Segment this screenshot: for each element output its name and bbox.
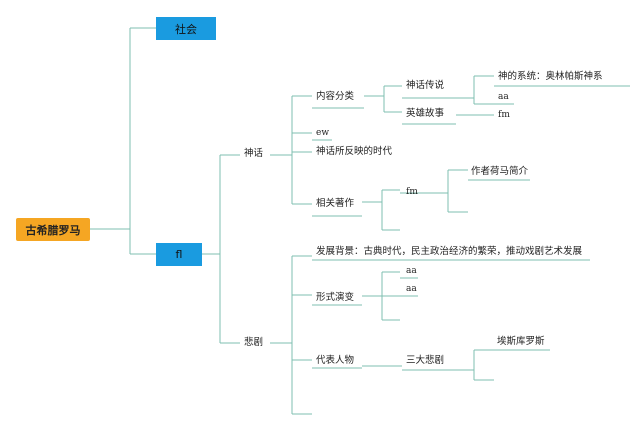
node-form-evolution[interactable]: 形式演变 <box>316 292 355 303</box>
root-node[interactable]: 古希腊罗马 <box>16 218 90 241</box>
node-author-intro[interactable]: 作者荷马简介 <box>471 166 529 177</box>
connector-myth-trunk <box>270 95 312 205</box>
connector-three-branch <box>402 349 494 381</box>
connector-fl-trunk <box>202 154 240 344</box>
node-aeschylus[interactable]: 埃斯库罗斯 <box>497 336 545 347</box>
connector-rep-trunk <box>312 365 402 369</box>
node-era-reflected[interactable]: 神话所反映的时代 <box>316 146 393 157</box>
node-fm-2[interactable]: fm <box>406 187 418 197</box>
node-representatives[interactable]: 代表人物 <box>316 355 355 366</box>
node-tragedy[interactable]: 悲剧 <box>244 337 264 348</box>
connector-legends-trunk <box>402 75 494 105</box>
node-background[interactable]: 发展背景：古典时代，民主政治经济的繁荣，推动戏剧艺术发展 <box>316 246 583 257</box>
node-fm-1[interactable]: fm <box>498 110 510 120</box>
node-legends[interactable]: 神话传说 <box>406 80 445 91</box>
node-gods-system[interactable]: 神的系统：奥林帕斯神系 <box>498 71 603 82</box>
branch-node-fl[interactable]: fl <box>156 243 202 266</box>
connector-related-trunk <box>312 189 400 231</box>
node-content-classification[interactable]: 内容分类 <box>316 91 355 102</box>
connector-content-trunk <box>312 85 402 113</box>
node-related-works[interactable]: 相关著作 <box>316 198 355 209</box>
node-aa-1[interactable]: aa <box>498 92 509 102</box>
connector-root-trunk <box>90 27 156 255</box>
node-aa-3[interactable]: aa <box>406 284 417 294</box>
branch-node-social[interactable]: 社会 <box>156 17 216 40</box>
connector-form-trunk <box>312 271 400 321</box>
node-aa-2[interactable]: aa <box>406 266 417 276</box>
node-three-tragedians[interactable]: 三大悲剧 <box>406 355 445 366</box>
node-heroes[interactable]: 英雄故事 <box>406 108 445 119</box>
node-myth[interactable]: 神话 <box>244 148 264 159</box>
connector-fm2-branch <box>400 169 468 213</box>
node-ew[interactable]: ew <box>316 128 330 138</box>
connector-tragedy-trunk <box>270 255 312 415</box>
